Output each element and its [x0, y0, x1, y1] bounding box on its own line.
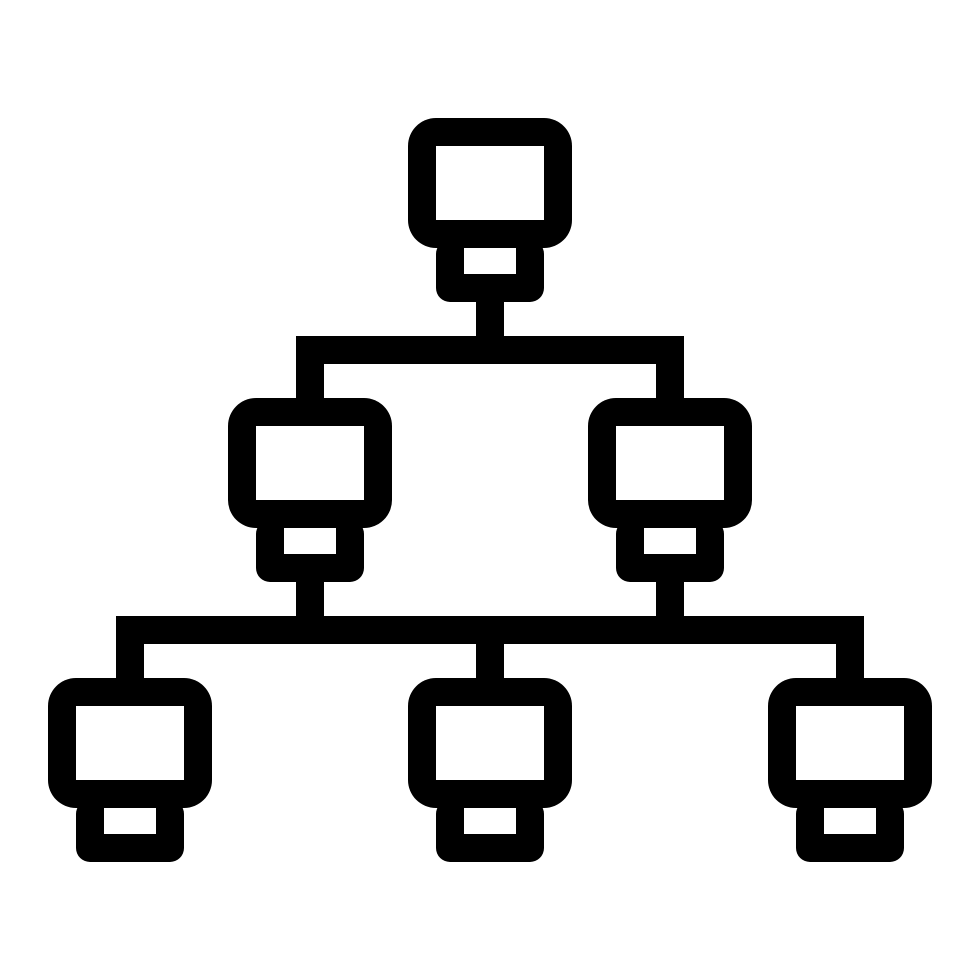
- connector-drop-right: [656, 336, 684, 400]
- connector-lines: [116, 298, 864, 680]
- connector-level2-bus: [296, 336, 684, 364]
- port: [104, 808, 156, 834]
- connector-drop-bottom-center: [476, 616, 504, 680]
- connector-drop-bottom-right: [836, 616, 864, 680]
- computer-node-level2-right: [588, 398, 752, 582]
- screen: [256, 426, 364, 500]
- port: [464, 808, 516, 834]
- connector-drop-left: [296, 336, 324, 400]
- computer-node-level2-left: [228, 398, 392, 582]
- computer-node-root: [408, 118, 572, 302]
- connector-drop-bottom-left: [116, 616, 144, 680]
- screen: [796, 706, 904, 780]
- port: [284, 528, 336, 554]
- computer-node-level3-right: [768, 678, 932, 862]
- port: [464, 248, 516, 274]
- port: [824, 808, 876, 834]
- computer-node-level3-left: [48, 678, 212, 862]
- screen: [76, 706, 184, 780]
- screen: [436, 146, 544, 220]
- screen: [436, 706, 544, 780]
- computer-node-level3-center: [408, 678, 572, 862]
- port: [644, 528, 696, 554]
- screen: [616, 426, 724, 500]
